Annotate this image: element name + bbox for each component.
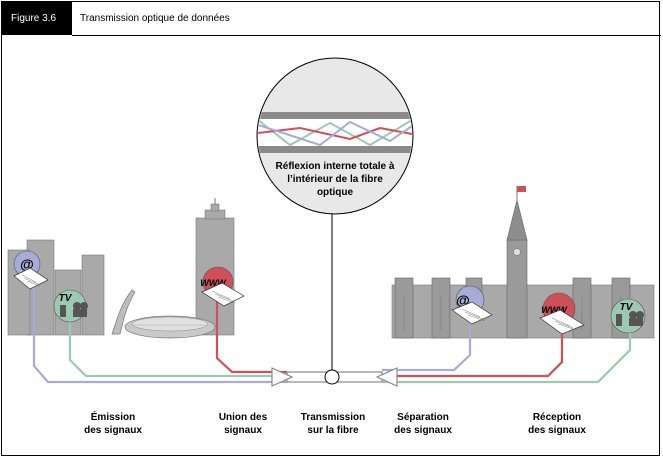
stage-reception-line2: des signaux	[528, 425, 586, 436]
stage-union-line1: Union des	[218, 412, 268, 423]
stage-label-separation: Séparation des signaux	[378, 411, 468, 437]
right-city	[391, 186, 655, 339]
stage-transmission-line1: Transmission	[300, 412, 366, 423]
magnifier	[256, 57, 414, 215]
svg-text:WWW: WWW	[541, 305, 568, 315]
internet-destination-icon: @	[451, 285, 493, 325]
stage-emission-line2: des signaux	[84, 425, 142, 436]
internet-line-reception	[382, 318, 472, 372]
tv-line-reception	[382, 330, 632, 384]
web-source-icon: WWW	[200, 266, 245, 307]
stage-union-line2: signaux	[224, 425, 262, 436]
figure-number: Figure 3.6	[2, 2, 72, 35]
tv-line-emission	[68, 320, 287, 378]
stage-reception-line1: Réception	[532, 412, 582, 423]
tv-source-icon: TV	[53, 289, 88, 323]
svg-text:WWW: WWW	[200, 278, 227, 288]
stage-label-union: Union des signaux	[198, 411, 288, 437]
internet-source-icon: @	[13, 250, 49, 290]
stage-label-reception: Réception des signaux	[512, 411, 602, 437]
left-city	[7, 198, 235, 339]
stage-separation-line2: des signaux	[394, 425, 452, 436]
stage-separation-line1: Séparation	[397, 412, 449, 423]
web-destination-icon: WWW	[539, 292, 585, 335]
signal-lines	[32, 275, 632, 384]
stage-label-emission: Émission des signaux	[68, 411, 158, 437]
stage-label-transmission: Transmission sur la fibre	[288, 411, 378, 437]
stage-transmission-line2: sur la fibre	[307, 425, 359, 436]
svg-text:TV: TV	[620, 302, 634, 313]
svg-text:TV: TV	[59, 293, 73, 304]
tv-destination-icon: TV	[610, 298, 646, 334]
web-line-reception	[382, 330, 564, 378]
internet-line-emission	[32, 275, 287, 384]
magnifier-caption: Réflexion interne totale à l’intérieur d…	[275, 161, 395, 198]
stage-emission-line1: Émission	[90, 412, 136, 423]
title-bar	[72, 2, 661, 36]
figure-title: Transmission optique de données	[80, 13, 230, 24]
web-line-emission	[215, 300, 287, 374]
fiber-segment	[271, 212, 398, 387]
